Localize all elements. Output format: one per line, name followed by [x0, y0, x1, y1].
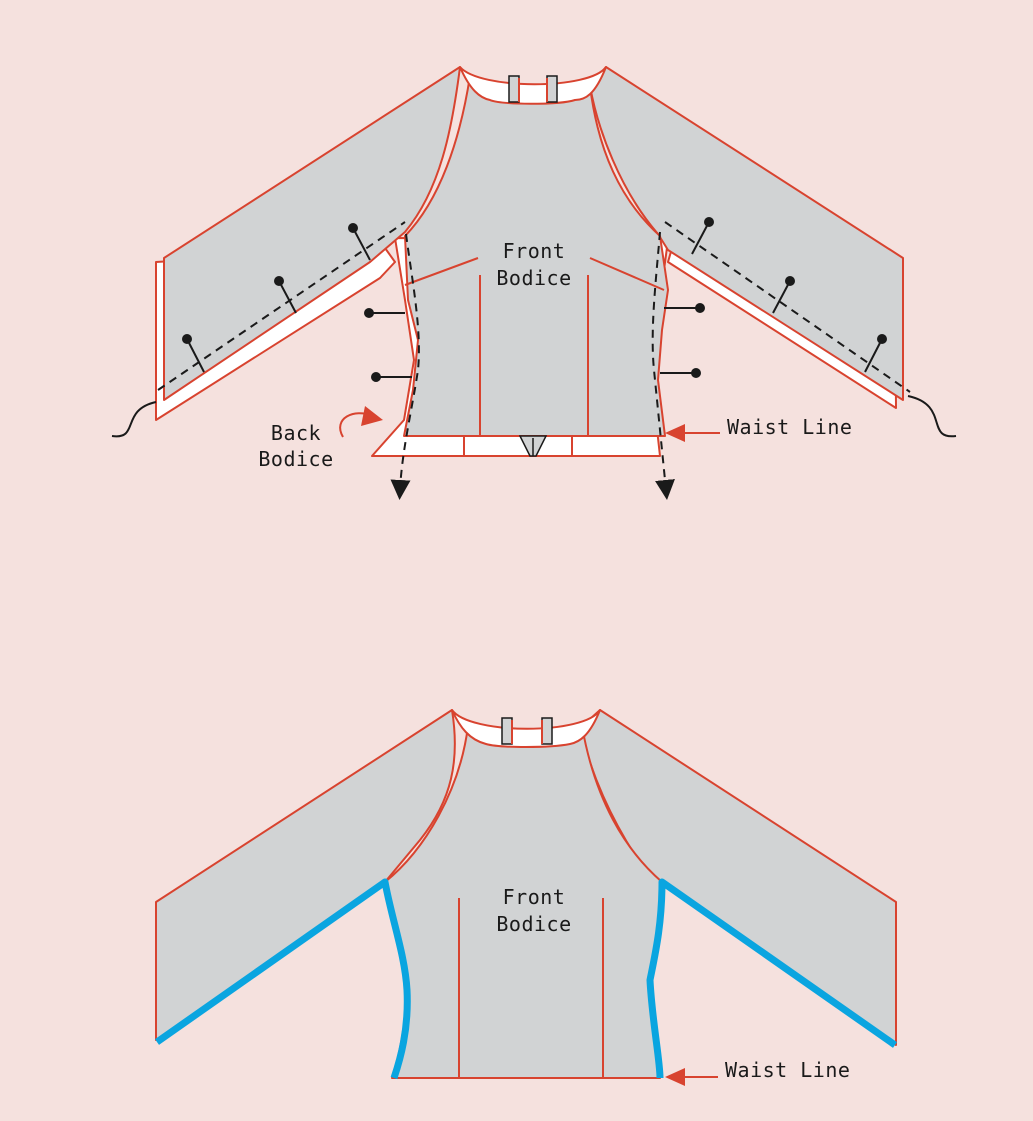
waist-line-arrowhead-icon [665, 424, 685, 442]
pin-icon [664, 303, 705, 313]
back-bodice-arrowhead-icon [361, 406, 383, 426]
pin-icon [864, 334, 887, 373]
front-bodice-label-line1: Front [503, 239, 566, 263]
top-figure: Front Bodice Back Bodice Waist Line [111, 66, 957, 500]
sleeve-stitch-right [664, 221, 911, 393]
bust-dart-left [404, 257, 479, 286]
stitched-seam-left [154, 878, 411, 1080]
pin-icon [364, 308, 405, 318]
bottom-waist-line-arrowhead-icon [665, 1068, 685, 1086]
bottom-left-sleeve [155, 709, 456, 1041]
pin-icon [274, 276, 297, 314]
pin-icon [182, 334, 205, 373]
pin-icon [660, 368, 701, 378]
pin-icon [348, 223, 371, 261]
stitched-seam-right [646, 878, 898, 1079]
pin-icon [772, 276, 795, 314]
zipper-top-neck [508, 75, 558, 103]
front-bodice-label-line2: Bodice [496, 266, 571, 290]
zipper-bottom-neck [501, 717, 553, 745]
bottom-neckline-facing [451, 709, 601, 748]
bottom-front-bodice-label-line2: Bodice [496, 912, 571, 936]
back-bodice-label-line1: Back [271, 421, 321, 445]
bottom-figure: Front Bodice Waist Line [154, 709, 898, 1086]
neckline-facing [459, 66, 607, 105]
back-bodice-label-line2: Bodice [258, 447, 333, 471]
pins-top [182, 217, 887, 382]
pin-icon [691, 217, 714, 255]
thread-tail-left [111, 401, 157, 438]
bottom-front-bodice-label-line1: Front [503, 885, 566, 909]
thread-tail-right [907, 395, 957, 438]
front-left-sleeve [163, 66, 461, 401]
pin-icon [371, 372, 412, 382]
side-stitch-left [390, 233, 420, 500]
bust-dart-right [589, 257, 665, 291]
front-bodice-layer [163, 66, 904, 437]
waist-line-label-bottom: Waist Line [725, 1058, 850, 1082]
waist-line-label-top: Waist Line [727, 415, 852, 439]
zipper-top-waist [518, 435, 548, 457]
side-stitch-right [651, 231, 675, 500]
